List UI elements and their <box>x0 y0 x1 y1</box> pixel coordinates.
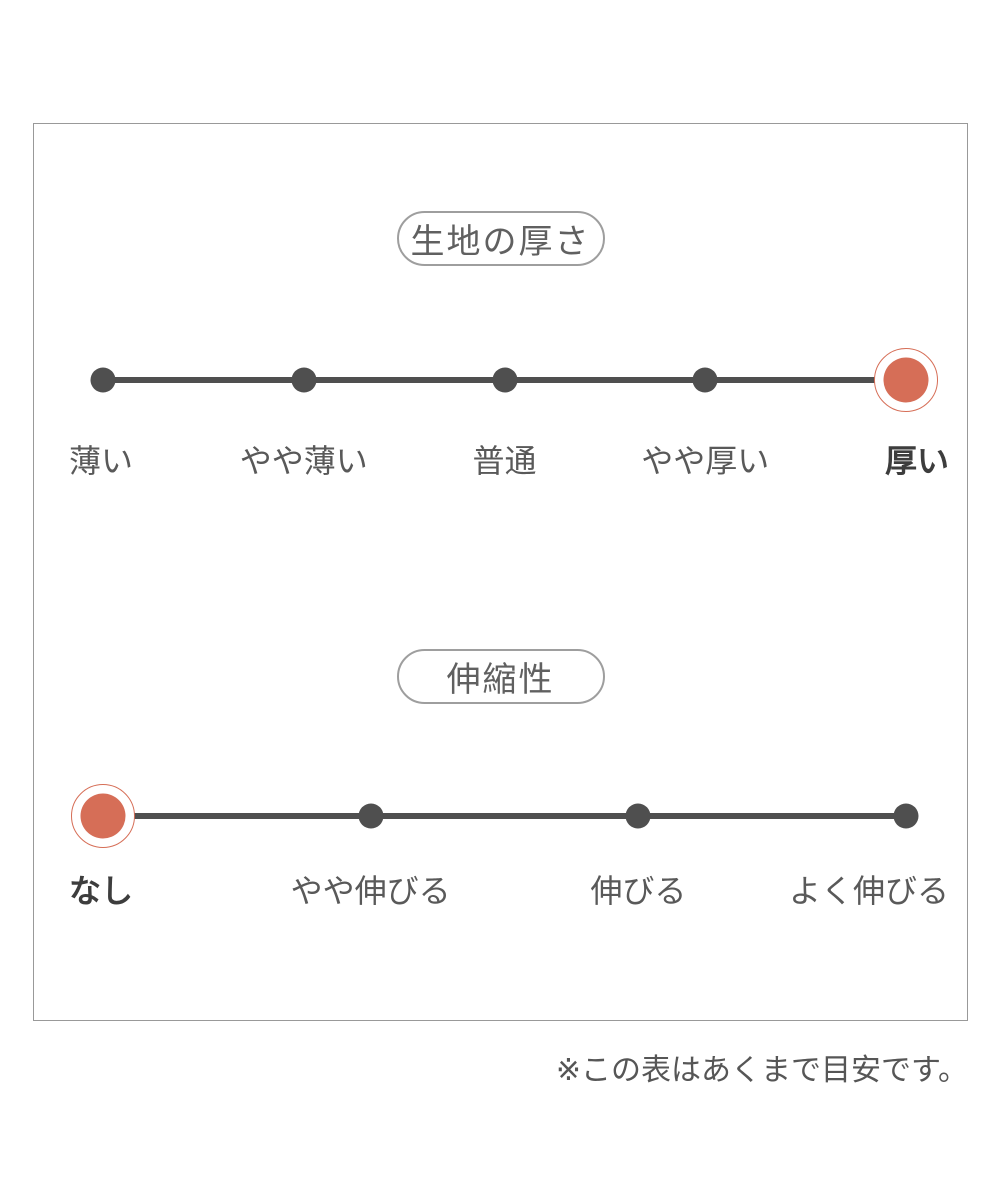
scale-label: 普通 <box>472 443 537 479</box>
chart-frame: 生地の厚さ薄い やや薄い 普通 やや厚い 厚い伸縮性なし やや伸びる 伸びる よく伸びる <box>33 123 968 1021</box>
scale-label: よく伸びる <box>788 873 949 909</box>
scale-label: やや厚い <box>641 443 770 479</box>
scale-dot <box>692 367 718 393</box>
scale-dot <box>358 803 384 829</box>
stretchiness-scale: 伸縮性なし やや伸びる 伸びる よく伸びる <box>34 124 967 1020</box>
scale-dot <box>893 803 919 829</box>
selected-dot <box>80 793 126 839</box>
scale-label: 厚い <box>884 443 949 479</box>
scale-title-pill: 生地の厚さ <box>396 211 605 266</box>
scale-label: 薄い <box>69 443 134 479</box>
scale-track <box>103 813 906 819</box>
scale-dot <box>90 367 116 393</box>
scale-dot <box>291 367 317 393</box>
scale-dot <box>625 803 651 829</box>
scale-label: 伸びる <box>590 873 687 909</box>
selected-dot <box>883 357 929 403</box>
scale-label: やや薄い <box>239 443 368 479</box>
scale-title-pill: 伸縮性 <box>396 649 605 704</box>
scale-dot <box>492 367 517 393</box>
disclaimer-note: ※この表はあくまで目安です。 <box>555 1054 968 1087</box>
scale-label: なし <box>69 873 134 909</box>
scale-label: やや伸びる <box>290 873 451 909</box>
fabric-thickness-scale: 生地の厚さ薄い やや薄い 普通 やや厚い 厚い <box>34 124 967 1020</box>
